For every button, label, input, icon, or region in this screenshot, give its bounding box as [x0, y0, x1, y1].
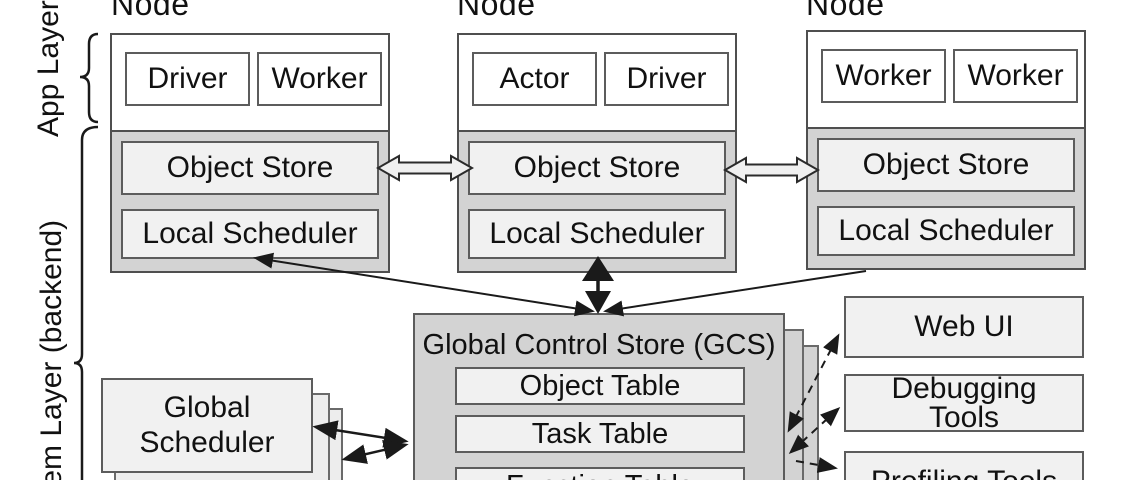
global-scheduler-label: Global Scheduler — [139, 391, 275, 459]
node-box-3: Worker Worker Object Store Local Schedul… — [806, 30, 1086, 270]
gcs-function-table: Function Table — [455, 467, 745, 480]
object-store-box: Object Store — [817, 138, 1075, 192]
gcs-task-table: Task Table — [455, 415, 745, 453]
node-title: Node — [457, 0, 536, 22]
web-ui-label: Web UI — [914, 310, 1014, 344]
node-title: Node — [111, 0, 190, 22]
system-layer-label: System Layer (backend) — [35, 219, 68, 480]
object-store-box: Object Store — [121, 141, 379, 195]
global-scheduler-gcs-arrow — [341, 440, 409, 464]
debugging-tools-label: Debugging Tools — [891, 371, 1037, 434]
node-system-section: Object Store Local Scheduler — [457, 130, 737, 273]
web-ui-box: Web UI — [844, 296, 1084, 358]
middle-node-gcs-arrow-down — [585, 291, 611, 314]
local-scheduler-box: Local Scheduler — [468, 209, 726, 259]
node-system-section: Object Store Local Scheduler — [110, 130, 390, 273]
process-box: Driver — [604, 52, 729, 106]
object-store-link-arrow — [722, 156, 821, 184]
gcs-object-table: Object Table — [455, 367, 745, 405]
node-box-1: Driver Worker Object Store Local Schedul… — [110, 33, 390, 273]
node-box-2: Actor Driver Object Store Local Schedule… — [457, 33, 737, 273]
process-box: Worker — [953, 49, 1078, 103]
process-box: Actor — [472, 52, 597, 106]
debugging-tools-box: Debugging Tools — [844, 371, 1084, 434]
node-system-section: Object Store Local Scheduler — [806, 127, 1086, 270]
node-title: Node — [806, 0, 885, 22]
profiling-tools-label: Profiling Tools — [871, 467, 1057, 480]
app-layer-brace — [79, 32, 99, 124]
profiling-tools-box: Profiling Tools — [844, 451, 1084, 480]
gcs-box: Global Control Store (GCS) Object Table … — [413, 313, 785, 480]
app-layer-label: App Layer — [32, 0, 65, 137]
right-node-gcs-arrow — [603, 270, 867, 317]
system-layer-brace — [73, 125, 99, 480]
object-store-box: Object Store — [468, 141, 726, 195]
process-box: Worker — [257, 52, 382, 106]
local-scheduler-box: Local Scheduler — [817, 206, 1075, 256]
local-scheduler-box: Local Scheduler — [121, 209, 379, 259]
global-scheduler-box: Global Scheduler — [101, 378, 313, 473]
process-box: Worker — [821, 49, 946, 103]
process-box: Driver — [125, 52, 250, 106]
gcs-title: Global Control Store (GCS) — [422, 329, 776, 361]
